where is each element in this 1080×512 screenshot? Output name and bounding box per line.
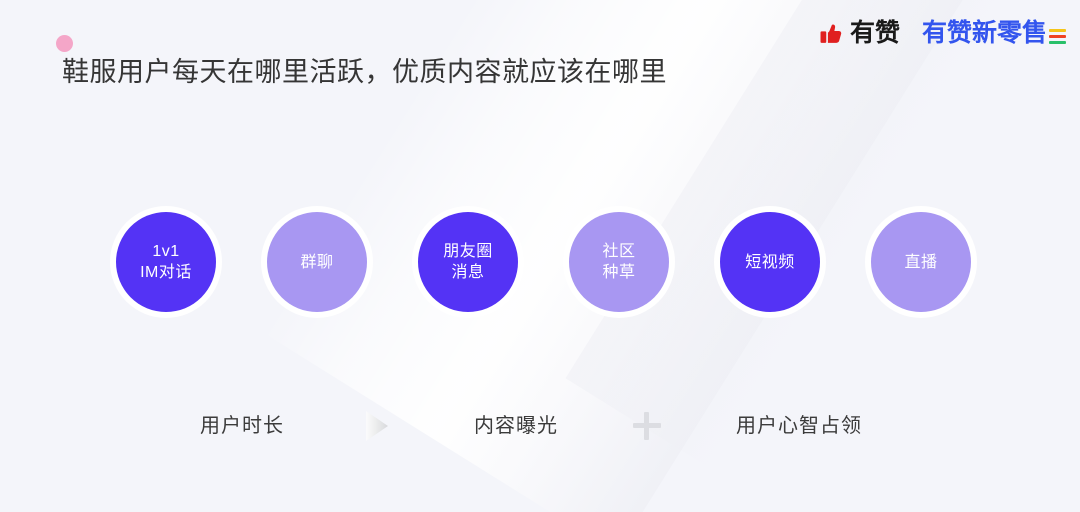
logo-youzan-retail: 有赞新零售: [922, 20, 1066, 46]
channel-circle-body: 朋友圈 消息: [418, 212, 518, 312]
thumbs-up-icon: [820, 24, 842, 43]
channel-label-line1: 朋友圈: [443, 243, 493, 260]
logo-youzan-text: 有赞: [849, 18, 900, 47]
channel-label-line1: 直播: [904, 253, 938, 271]
flow-step-content-exposure: 内容曝光: [474, 415, 558, 437]
channel-label-line1: 短视频: [745, 253, 795, 271]
channel-circle-livestream[interactable]: 直播: [865, 206, 977, 318]
channel-circle-body: 短视频: [720, 212, 820, 312]
channel-circle-moments[interactable]: 朋友圈 消息: [412, 206, 524, 318]
logo-youzan: 有赞: [820, 18, 900, 47]
channel-circle-community[interactable]: 社区 种草: [563, 206, 675, 318]
channel-label-line2: 消息: [451, 264, 485, 281]
channel-label-line1: 群聊: [300, 253, 334, 271]
logo-dash-green: [1049, 41, 1066, 44]
logo-dashes-icon: [1049, 29, 1066, 46]
channel-circle-1v1-im[interactable]: 1v1 IM对话: [110, 206, 222, 318]
channel-circle-short-video[interactable]: 短视频: [714, 206, 826, 318]
channel-circle-body: 社区 种草: [569, 212, 669, 312]
flow-step-user-duration: 用户时长: [200, 415, 284, 437]
channel-label-line1: 社区: [602, 243, 636, 260]
plus-icon: [633, 412, 661, 440]
logo-dash-red: [1049, 35, 1066, 38]
channel-circle-body: 1v1 IM对话: [116, 212, 216, 312]
logo-dash-yellow: [1049, 29, 1066, 32]
triangle-right-icon: [366, 411, 388, 441]
logo-group: 有赞 有赞新零售: [820, 20, 1066, 46]
flow-step-mindshare: 用户心智占领: [736, 415, 862, 437]
flow-row: 用户时长 内容曝光 用户心智占领: [0, 406, 1080, 446]
channel-label-line2: 种草: [602, 264, 636, 281]
channel-circle-body: 群聊: [267, 212, 367, 312]
title-dot-decoration: [56, 35, 73, 52]
channel-label-line1: 1v1: [152, 243, 180, 260]
logo-youzan-retail-text: 有赞新零售: [921, 19, 1047, 47]
page-title: 鞋服用户每天在哪里活跃，优质内容就应该在哪里: [62, 57, 667, 87]
channel-circle-group-chat[interactable]: 群聊: [261, 206, 373, 318]
channel-circle-row: 1v1 IM对话 群聊 朋友圈 消息 社区 种草 短视频: [110, 206, 977, 318]
channel-circle-body: 直播: [871, 212, 971, 312]
channel-label-line2: IM对话: [140, 264, 192, 281]
